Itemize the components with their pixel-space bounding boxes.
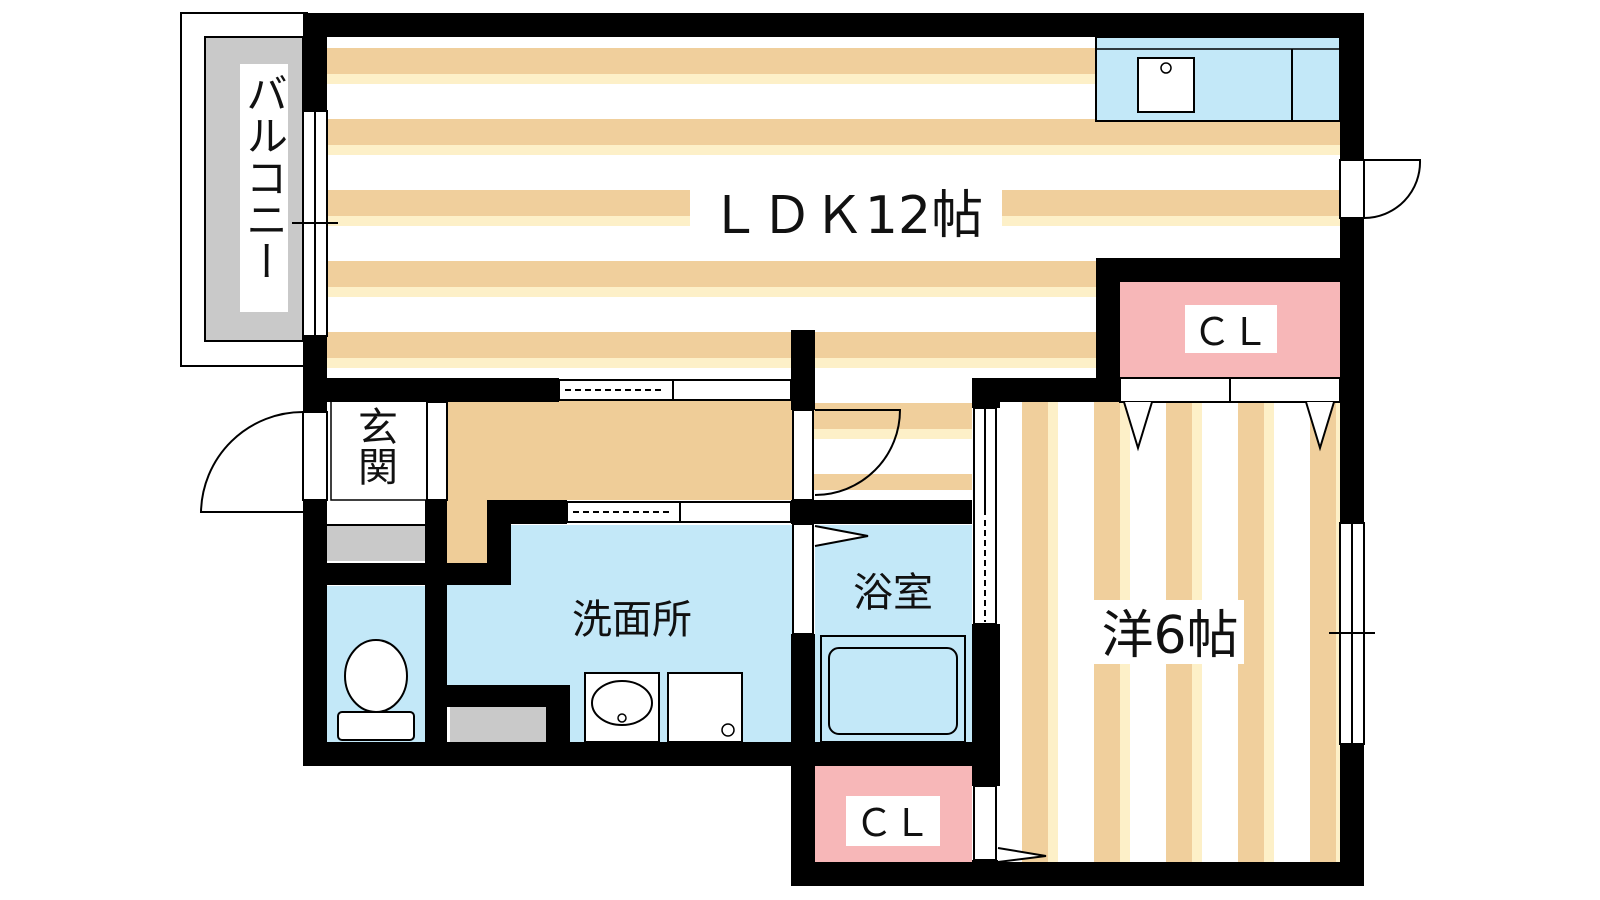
ldk-room: ＬＤＫ12帖 <box>325 37 1340 490</box>
kitchen-counter <box>1095 36 1341 122</box>
toilet-tank-icon <box>337 711 415 741</box>
openings <box>199 110 1422 863</box>
entrance-label: 玄関 <box>351 406 397 486</box>
balcony-label: バルコニー <box>240 72 289 282</box>
toilet-room <box>327 586 425 742</box>
ldk-label: ＬＤＫ12帖 <box>709 186 983 246</box>
closet-bottom-label: ＣＬ <box>855 801 931 845</box>
balcony: バルコニー <box>180 12 308 367</box>
entrance: 玄関 <box>325 399 428 561</box>
bath-label: 浴室 <box>853 570 933 616</box>
toilet-bowl-icon <box>344 639 408 713</box>
closet-top-label: ＣＬ <box>1193 310 1269 354</box>
washroom-label: 洗面所 <box>572 597 692 643</box>
closet-top: ＣＬ <box>1119 282 1341 452</box>
closet-bottom: ＣＬ <box>815 766 972 864</box>
western-label: 洋6帖 <box>1101 606 1238 666</box>
storage-shelf <box>450 707 546 742</box>
walls <box>303 13 1364 886</box>
western-room: 洋6帖 <box>1000 402 1340 864</box>
hallway-floor <box>447 400 795 585</box>
bathroom: 浴室 <box>815 525 972 743</box>
